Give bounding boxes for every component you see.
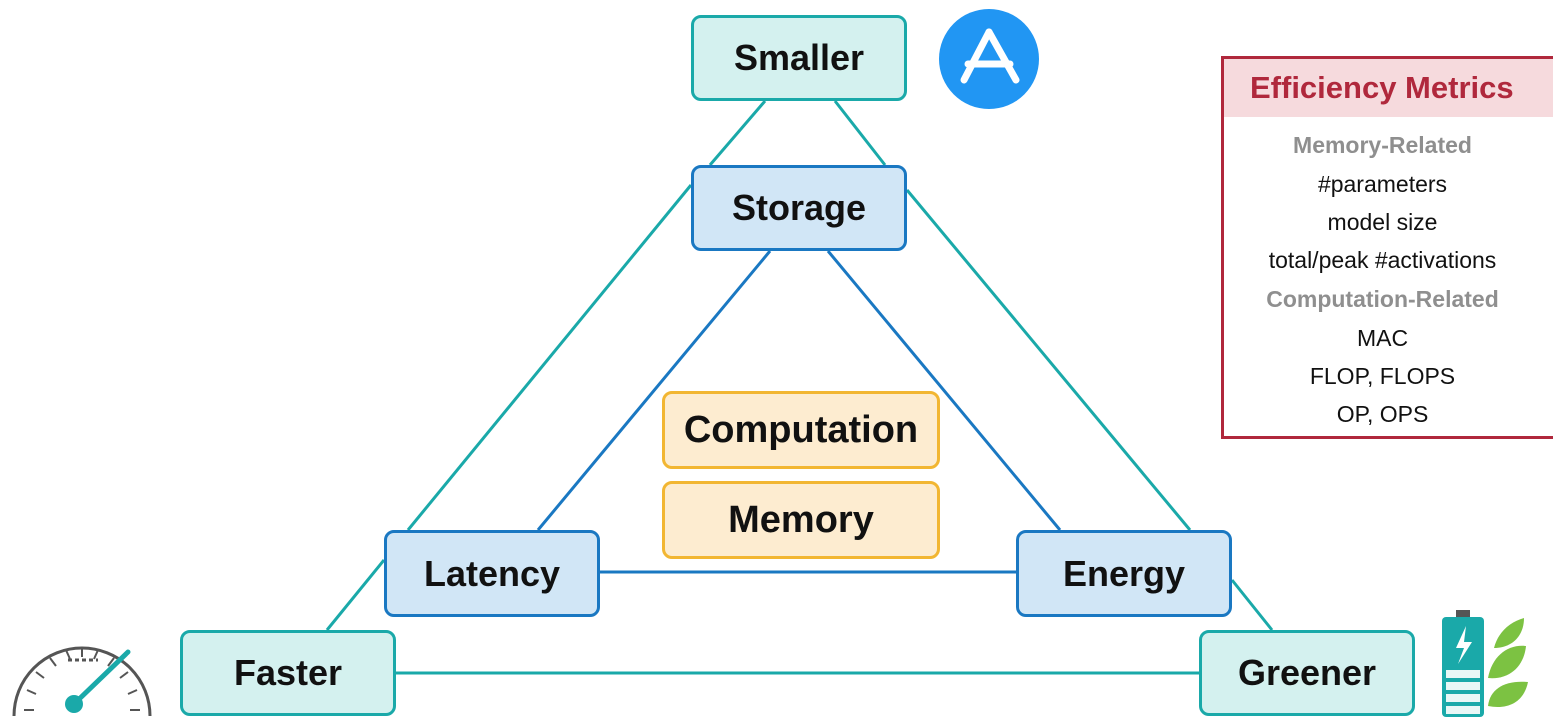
metric-item: total/peak #activations	[1268, 247, 1497, 273]
battery-leaf-icon	[1442, 610, 1528, 717]
speedometer-icon	[12, 646, 152, 717]
metric-item: MAC	[1356, 325, 1409, 351]
efficiency-metrics-panel: Efficiency Metrics Memory-Related #param…	[1221, 56, 1553, 439]
metric-item: #parameters	[1317, 171, 1448, 197]
memory-node: Memory	[662, 481, 940, 559]
computation-related-heading: Computation-Related	[1266, 286, 1499, 312]
computation-node: Computation	[662, 391, 940, 469]
metric-item: FLOP, FLOPS	[1309, 363, 1456, 389]
smaller-node: Smaller	[691, 15, 907, 101]
latency-node: Latency	[384, 530, 600, 617]
metric-item: model size	[1327, 209, 1438, 235]
storage-node: Storage	[691, 165, 907, 251]
faster-node: Faster	[180, 630, 396, 716]
energy-node: Energy	[1016, 530, 1232, 617]
app-store-icon	[939, 9, 1039, 109]
greener-node: Greener	[1199, 630, 1415, 716]
metrics-title: Efficiency Metrics	[1224, 59, 1553, 117]
metric-item: OP, OPS	[1336, 401, 1429, 427]
memory-related-heading: Memory-Related	[1293, 132, 1472, 158]
